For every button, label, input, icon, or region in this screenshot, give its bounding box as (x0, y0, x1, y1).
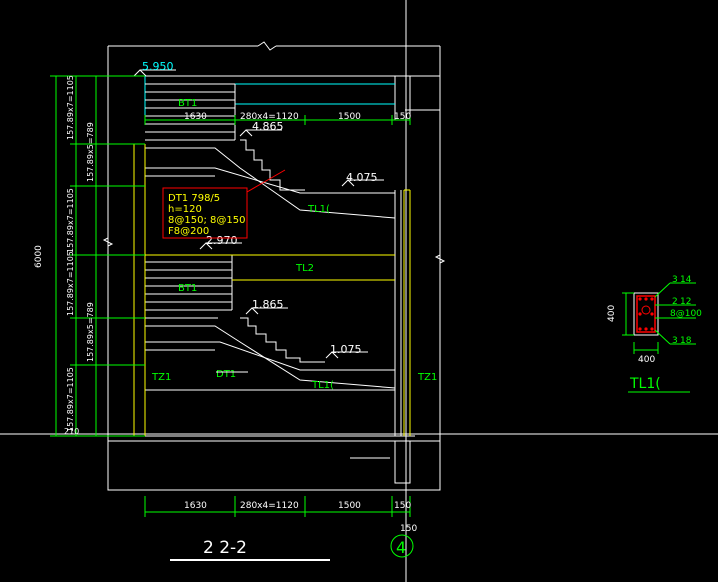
left-dimensions (50, 75, 145, 437)
annotation-line-4: F8@200 (168, 226, 209, 237)
detail-side-bars-suffix: 12 (680, 297, 691, 307)
drawing-title: 2 2-2 4 (170, 534, 414, 561)
stair-flights (145, 83, 402, 436)
label-tl2: TL2 (295, 263, 314, 274)
elev-lower-mid: 1.075 (330, 343, 362, 356)
detail-width: 400 (638, 355, 655, 365)
top-dim-3: 1500 (338, 112, 361, 122)
left-dim-seg-6: 157.89x7=1105 (66, 367, 75, 432)
left-dim-seg-3: 157.89x7=1105 (66, 188, 75, 253)
detail-bottom-bars: 3 (672, 336, 678, 346)
detail-side-bars: 2 (672, 297, 678, 307)
annotation-box: DT1 798/5 h=120 8@150; 8@150 F8@200 (162, 169, 286, 239)
wall-outline (102, 41, 446, 491)
detail-stirrup: 8@100 (670, 309, 702, 319)
left-dim-fragment: 210 (64, 427, 79, 436)
label-tz1-right: TZ1 (417, 372, 437, 383)
top-dimension-row (144, 115, 411, 125)
top-dim-2: 280x4=1120 (240, 112, 299, 122)
label-tl1-upper: TL1( (307, 204, 330, 215)
label-bt1-upper: BT1 (178, 98, 197, 109)
label-bt1-lower: BT1 (178, 283, 197, 294)
label-tl1-lower: TL1( (311, 380, 334, 391)
bottom-dimension-row (144, 496, 411, 517)
detail-bottom-bars-suffix: 18 (680, 336, 692, 346)
tl1-section-detail: 3 14 2 12 8@100 3 18 400 400 TL1( (607, 275, 702, 393)
elev-lower-landing: 1.865 (252, 298, 284, 311)
label-dt1-lower: DT1 (216, 369, 236, 380)
detail-height: 400 (607, 305, 617, 322)
bottom-dim-2: 280x4=1120 (240, 501, 299, 511)
title-main: 2 2-2 (203, 538, 247, 558)
annotation-line-1: DT1 798/5 (168, 193, 220, 204)
bottom-dim-extra: 150 (400, 524, 417, 534)
top-dim-1: 1630 (184, 112, 207, 122)
left-dim-seg-5: 157.89x5=789 (86, 302, 95, 362)
left-dim-seg-1: 157.89x7=1105 (66, 75, 75, 140)
annotation-line-2: h=120 (168, 204, 202, 215)
bottom-dim-4: 150 (394, 501, 411, 511)
bottom-dim-1: 1630 (184, 501, 207, 511)
columns (133, 143, 411, 436)
left-dim-seg-4: 157.89x7=1105 (66, 251, 75, 316)
annotation-line-3: 8@150; 8@150 (168, 215, 245, 226)
title-number: 4 (396, 538, 406, 557)
detail-top-bars-suffix: 14 (680, 275, 692, 285)
elev-middle: 2.970 (206, 234, 238, 247)
elev-top: 5.950 (142, 60, 174, 73)
label-tz1-left: TZ1 (151, 372, 171, 383)
left-dim-total: 6000 (34, 245, 44, 268)
left-dim-seg-2: 157.89x5=789 (86, 122, 95, 182)
detail-title: TL1( (629, 376, 661, 392)
elev-upper-landing: 4.865 (252, 120, 284, 133)
bottom-dim-3: 1500 (338, 501, 361, 511)
detail-top-bars: 3 (672, 275, 678, 285)
elevation-markers (133, 69, 384, 359)
elev-upper-mid: 4.075 (346, 171, 378, 184)
top-dim-4: 150 (394, 112, 411, 122)
leader-lines (216, 109, 440, 459)
